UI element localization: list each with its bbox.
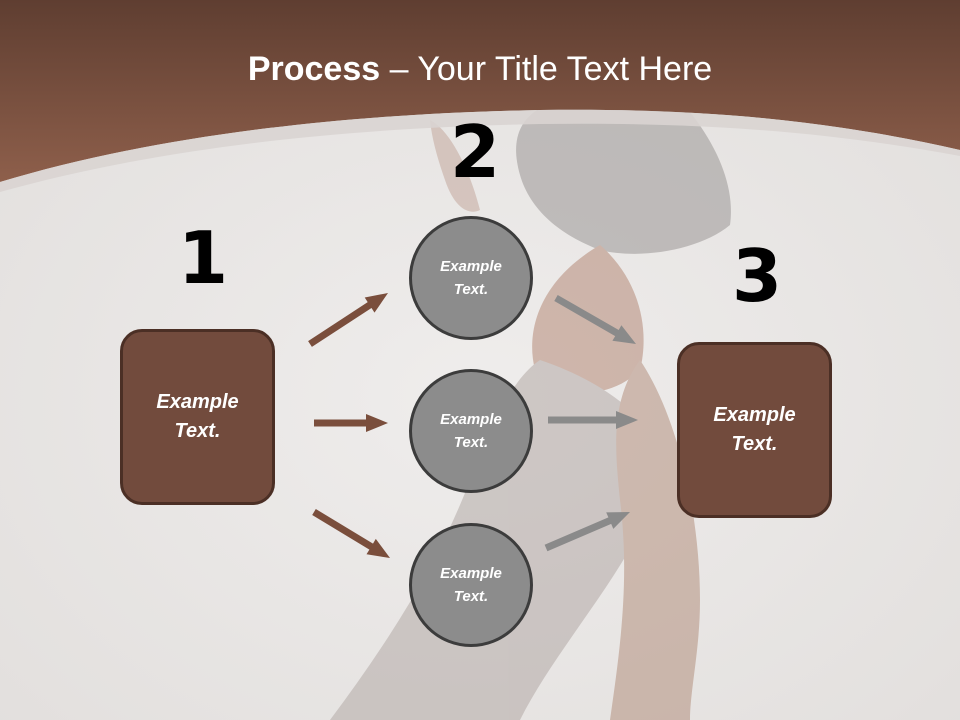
step-number-2: 2 <box>450 110 501 194</box>
step-3-box: Example Text. <box>677 342 832 518</box>
arrow-1-to-bottom <box>312 509 390 558</box>
title-bold: Process <box>247 50 381 88</box>
arrow-1-to-middle <box>314 414 388 432</box>
step-1-box: Example Text. <box>120 329 275 505</box>
circle-text: Example Text. <box>440 258 502 298</box>
step-1-text: Example Text. <box>156 391 239 442</box>
header-band <box>0 0 960 182</box>
arrow-top-to-3 <box>554 295 636 344</box>
arrow-middle-to-3 <box>548 411 638 429</box>
title-rest: – Your Title Text Here <box>380 50 713 88</box>
slide-title: Process – Your Title Text Here <box>0 50 960 89</box>
step-2-circle-middle: Example Text. <box>409 369 533 493</box>
step-2-circle-top: Example Text. <box>409 216 533 340</box>
circle-text: Example Text. <box>440 411 502 451</box>
step-2-circle-bottom: Example Text. <box>409 523 533 647</box>
arrow-bottom-to-3 <box>544 512 630 552</box>
step-number-1: 1 <box>178 216 229 300</box>
step-3-text: Example Text. <box>713 404 796 455</box>
circle-text: Example Text. <box>440 565 502 605</box>
arrow-1-to-top <box>308 293 388 347</box>
step-number-3: 3 <box>732 234 783 318</box>
